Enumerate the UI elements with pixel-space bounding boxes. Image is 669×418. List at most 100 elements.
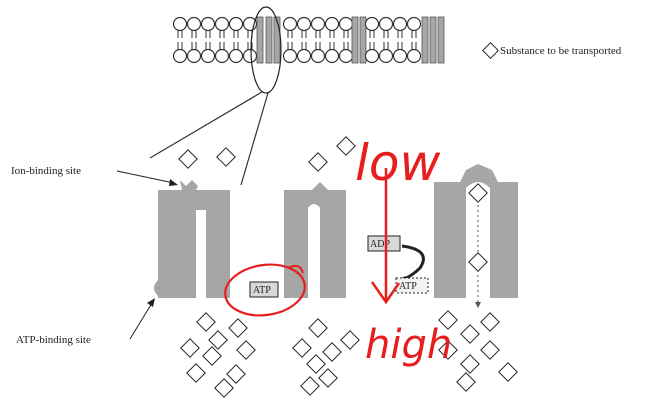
lipid-head	[200, 48, 216, 64]
atp-box-left: ATP	[249, 281, 279, 298]
substance-diamond	[468, 252, 488, 272]
lipid-head	[200, 16, 216, 32]
low-to-high-arrowhead	[370, 281, 401, 305]
substance-diamond	[306, 354, 326, 374]
substance-diamond	[480, 312, 500, 332]
membrane-protein-segment	[265, 16, 273, 64]
ion-binding-arrowhead	[169, 179, 178, 186]
handwritten-annotations: low high	[355, 134, 452, 368]
atp-highlight-circle-tail	[287, 264, 304, 274]
legend-diamond-icon	[482, 42, 499, 59]
substance-diamond	[460, 324, 480, 344]
atp-to-adp-curved-arrow	[401, 244, 425, 282]
substance-diamond	[456, 372, 476, 392]
lipid-head	[392, 48, 408, 64]
high-annotation: high	[365, 322, 452, 368]
adp-box: ADP	[367, 235, 401, 252]
substance-diamond	[236, 340, 256, 360]
lipid-head	[228, 48, 244, 64]
substance-diamond	[308, 152, 328, 172]
substance-diamond	[322, 342, 342, 362]
legend: Substance to be transported	[482, 42, 622, 59]
substance-diamond	[460, 354, 480, 374]
substance-diamond	[196, 312, 216, 332]
lipid-head	[364, 16, 380, 32]
atp-binding-arrow	[129, 302, 153, 340]
lipid-head	[228, 16, 244, 32]
membrane-protein-segment	[351, 16, 359, 64]
substance-diamond	[438, 340, 458, 360]
atp-highlight-circle	[224, 263, 306, 317]
lipid-head	[296, 48, 312, 64]
lipid-head	[406, 16, 422, 32]
substance-diamond	[228, 318, 248, 338]
lipid-bilayer	[172, 16, 445, 64]
membrane-protein-segment	[273, 16, 281, 64]
lipid-head	[364, 48, 380, 64]
substance-diamond	[178, 149, 198, 169]
substance-diamond	[202, 346, 222, 366]
atp-box-right-label: ATP	[399, 281, 417, 292]
adp-box-label: ADP	[370, 239, 390, 250]
substance-diamond	[292, 338, 312, 358]
atp-binding-notch	[154, 280, 158, 296]
zoom-line-left	[149, 91, 263, 159]
lipid-head	[310, 48, 326, 64]
substance-diamond	[180, 338, 200, 358]
substance-diamond	[216, 147, 236, 167]
transport-path-arrowhead	[475, 302, 481, 308]
substance-diamond	[468, 183, 488, 203]
atp-binding-site-label: ATP-binding site	[16, 334, 91, 346]
transport-protein-3	[434, 164, 518, 308]
substance-diamond	[226, 364, 246, 384]
lipid-head	[214, 48, 230, 64]
lipid-head	[282, 16, 298, 32]
lipid-head	[186, 48, 202, 64]
membrane-protein-segment	[437, 16, 445, 64]
lipid-head	[324, 16, 340, 32]
lipid-head	[214, 16, 230, 32]
legend-label: Substance to be transported	[500, 45, 622, 57]
substance-diamond	[340, 330, 360, 350]
substance-diamond	[214, 378, 234, 398]
lipid-head	[406, 48, 422, 64]
transport-protein-1	[158, 180, 230, 298]
substance-diamond	[336, 136, 356, 156]
substance-diamond	[318, 368, 338, 388]
atp-box-right: ATP	[395, 277, 429, 294]
lipid-head	[242, 48, 258, 64]
substance-molecules	[178, 136, 518, 398]
lipid-head	[324, 48, 340, 64]
lipid-head	[338, 48, 354, 64]
membrane-protein-segment	[359, 16, 367, 64]
substance-diamond	[300, 376, 320, 396]
lipid-head	[296, 16, 312, 32]
substance-diamond	[208, 330, 228, 350]
zoom-ellipse	[250, 6, 282, 94]
lipid-head	[172, 16, 188, 32]
substance-diamond	[438, 310, 458, 330]
zoom-line-right	[240, 92, 269, 186]
atp-binding-arrowhead	[147, 298, 155, 307]
ion-binding-arrow	[116, 170, 175, 184]
substance-diamond	[308, 318, 328, 338]
membrane-protein-segment	[256, 16, 264, 64]
lipid-head	[338, 16, 354, 32]
transport-protein-2	[284, 182, 346, 298]
substance-diamond	[498, 362, 518, 382]
membrane-protein-segment	[421, 16, 429, 64]
ion-binding-site-label: Ion-binding site	[11, 165, 81, 177]
membrane-protein-segment	[429, 16, 437, 64]
lipid-head	[172, 48, 188, 64]
low-annotation: low	[355, 134, 440, 192]
lipid-head	[282, 48, 298, 64]
substance-diamond	[480, 340, 500, 360]
lipid-head	[310, 16, 326, 32]
substance-diamond	[186, 363, 206, 383]
lipid-head	[186, 16, 202, 32]
lipid-head	[378, 16, 394, 32]
lipid-head	[392, 16, 408, 32]
atp-box-left-label: ATP	[253, 285, 271, 296]
lipid-head	[378, 48, 394, 64]
